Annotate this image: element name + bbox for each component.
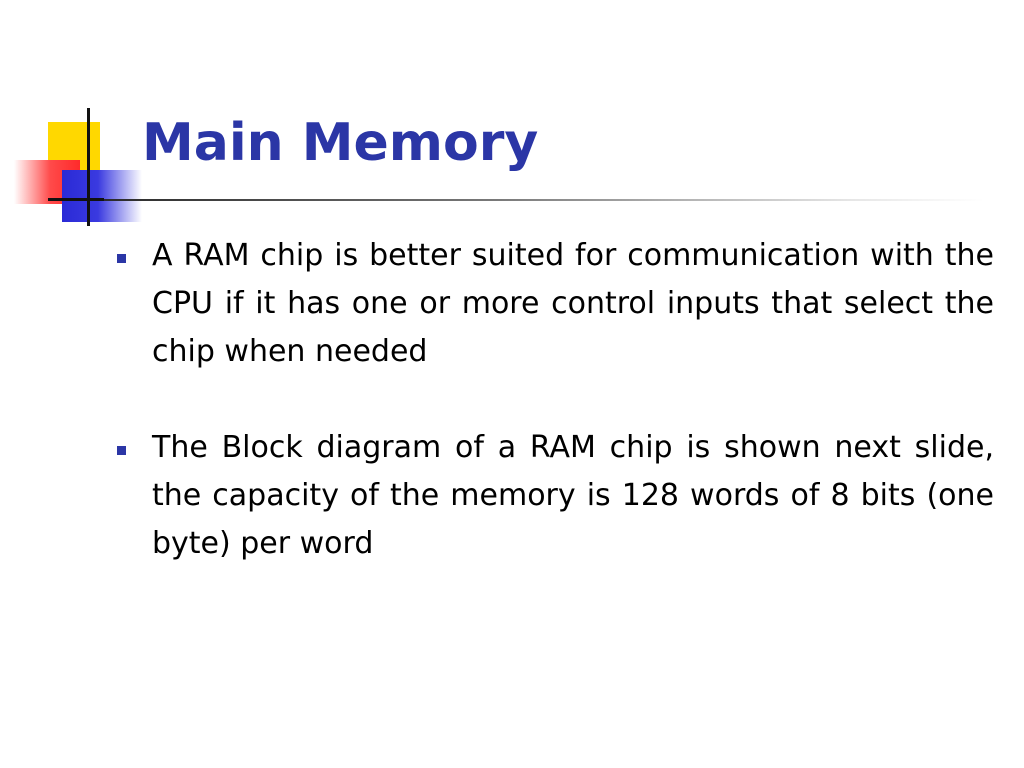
logo-vertical-line [87, 108, 90, 226]
bullet-list: A RAM chip is better suited for communic… [112, 232, 994, 616]
bullet-text: The Block diagram of a RAM chip is shown… [152, 430, 994, 561]
logo-blue-square [62, 170, 142, 222]
bullet-item: A RAM chip is better suited for communic… [112, 232, 994, 376]
bullet-text: A RAM chip is better suited for communic… [152, 238, 994, 369]
slide-title: Main Memory [142, 113, 539, 173]
squares-logo-icon [0, 0, 160, 240]
logo-horizontal-line [48, 198, 104, 201]
title-divider [104, 199, 984, 201]
square-bullet-icon [117, 446, 126, 455]
bullet-item: The Block diagram of a RAM chip is shown… [112, 424, 994, 568]
square-bullet-icon [117, 254, 126, 263]
